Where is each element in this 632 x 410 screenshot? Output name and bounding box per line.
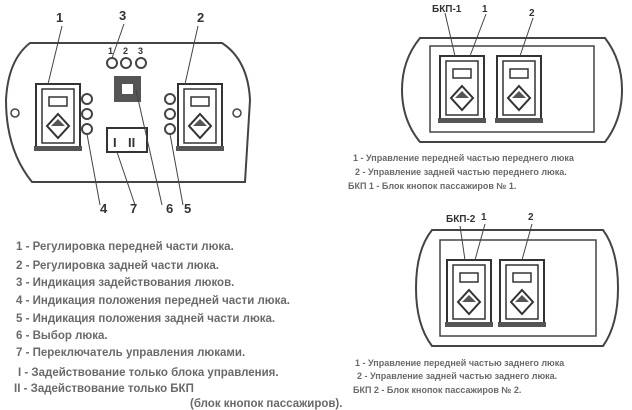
legend-item: 1 - Регулировка передней части люка. [16,241,234,253]
callout-4: 4 [100,201,108,216]
indicator-number: 3 [138,46,143,56]
bkp1-title: БКП-1 [432,4,462,15]
legend-item: II - Задействование только БКП [14,383,194,395]
bkp2-front-switch[interactable] [444,259,494,328]
rear-position-indicators [164,93,176,135]
callout-6: 6 [166,201,173,216]
legend-item: 2 - Управление задней частью переднего л… [355,167,567,177]
legend-item: 7 - Переключатель управления люками. [16,347,245,359]
bkp2-rear-switch[interactable] [497,259,547,328]
callout-1: 1 [481,212,487,223]
main-legend: 1 - Регулировка передней части люка. 2 -… [14,241,342,410]
legend-item: 2 - Регулировка задней части люка. [16,260,219,272]
control-mode-switch[interactable]: I II [106,127,148,153]
legend-item: 3 - Индикация задействования люков. [16,277,234,289]
legend-item: БКП 2 - Блок кнопок пассажиров № 2. [353,385,521,395]
callout-1: 1 [482,4,488,15]
legend-item: 1 - Управление передней частью заднего л… [355,358,565,368]
switch-mark: II [128,135,135,150]
legend-item: 4 - Индикация положения передней части л… [16,295,290,307]
legend-item: БКП 1 - Блок кнопок пассажиров № 1. [348,181,516,191]
hatch-select-button[interactable] [114,76,141,102]
bkp1-front-switch[interactable] [437,55,487,124]
switch-mark: I [113,135,117,150]
legend-item: 2 - Управление задней частью заднего люк… [357,371,557,381]
callout-2: 2 [529,8,535,19]
front-position-indicators [81,93,93,135]
rear-hatch-rocker-switch[interactable] [175,83,225,152]
legend-item: 6 - Выбор люка. [16,330,108,342]
legend-item: 5 - Индикация положения задней части люк… [16,313,275,325]
callout-2: 2 [197,10,204,25]
mount-hole [232,108,242,118]
legend-item: I - Задействование только блока управлен… [18,367,279,379]
front-hatch-rocker-switch[interactable] [33,83,83,152]
callout-7: 7 [130,201,137,216]
indicator-number: 2 [123,46,128,56]
legend-item: 1 - Управление передней частью переднего… [353,153,575,163]
indicator-number: 1 [108,46,113,56]
passenger-button-block-2: БКП-2 1 2 1 - Управление передней частью… [353,212,620,395]
bkp2-title: БКП-2 [446,214,476,225]
callout-3: 3 [119,8,126,23]
legend-item: (блок кнопок пассажиров). [190,398,342,410]
callout-2: 2 [528,212,534,223]
callout-5: 5 [184,201,191,216]
bkp1-rear-switch[interactable] [494,55,544,124]
main-control-panel: 1 2 3 I II 1 2 3 4 7 6 5 [4,8,252,216]
passenger-button-block-1: БКП-1 1 2 1 - Управление передней частью… [348,4,624,191]
mount-hole [10,108,20,118]
callout-1: 1 [56,10,63,25]
